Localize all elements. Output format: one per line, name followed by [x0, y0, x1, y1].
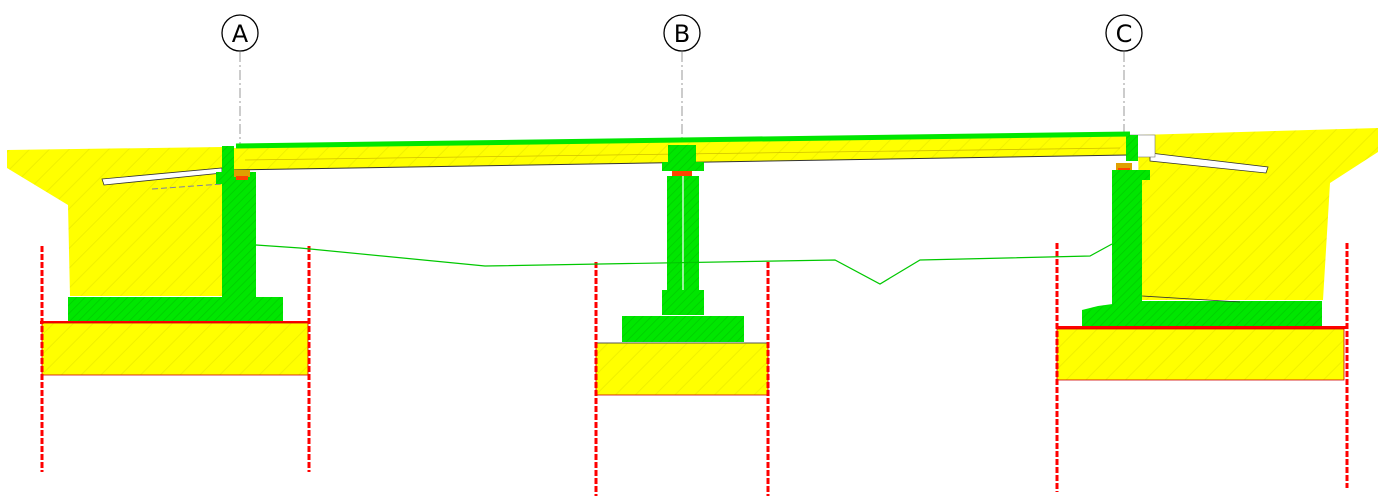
pier-b-crosshead: [662, 162, 704, 171]
abutment-a-wall: [222, 183, 256, 303]
left-approach-slab-dash: [151, 183, 223, 190]
pier-b-bearing: [672, 170, 692, 176]
abutment-c-footing-slab: [1140, 301, 1322, 328]
abutment-a-bearing: [236, 176, 248, 180]
pier-b-plinth: [662, 290, 704, 315]
axis-c-label: C: [1116, 20, 1133, 48]
pile-cap-a: [41, 322, 309, 376]
right-embankment-fill: [1138, 128, 1378, 300]
left-embankment-fill: [7, 147, 222, 296]
right-approach-slab: [1149, 152, 1269, 174]
axis-c: C: [1105, 14, 1143, 140]
pier-b-cap: [668, 145, 696, 163]
axis-b-label: B: [674, 20, 690, 48]
pile-cap-b: [595, 342, 769, 396]
deck-top-surface: [235, 131, 1131, 149]
abutment-a-backwall: [222, 146, 234, 174]
abutment-c-bearing-pad: [1116, 163, 1132, 170]
abutment-c: [1056, 135, 1346, 329]
abutment-c-wall: [1112, 178, 1142, 306]
abutment-c-cap-base: [1056, 326, 1346, 329]
abutment-c-backwall: [1126, 135, 1138, 161]
axis-c-bubble: [1105, 14, 1143, 52]
abutment-c-haunch: [1082, 300, 1142, 328]
abutment-c-slope-line: [1141, 295, 1241, 303]
ground-profile-line: [255, 243, 1113, 285]
pier-b-footing: [622, 316, 744, 342]
abutment-c-seat: [1112, 170, 1150, 180]
axis-a-bubble: [221, 14, 259, 52]
axis-b-bubble: [663, 14, 701, 52]
abutment-a: [40, 146, 310, 324]
abutment-a-bearing-pad: [234, 170, 250, 177]
abutment-a-cap-base: [40, 321, 310, 324]
pile-cap-c: [1056, 328, 1345, 381]
axis-a-label: A: [232, 20, 249, 48]
pier-b: [622, 145, 744, 342]
axis-a: A: [221, 14, 259, 150]
axis-b: B: [663, 14, 701, 145]
sheet-piles: [40, 243, 1349, 496]
